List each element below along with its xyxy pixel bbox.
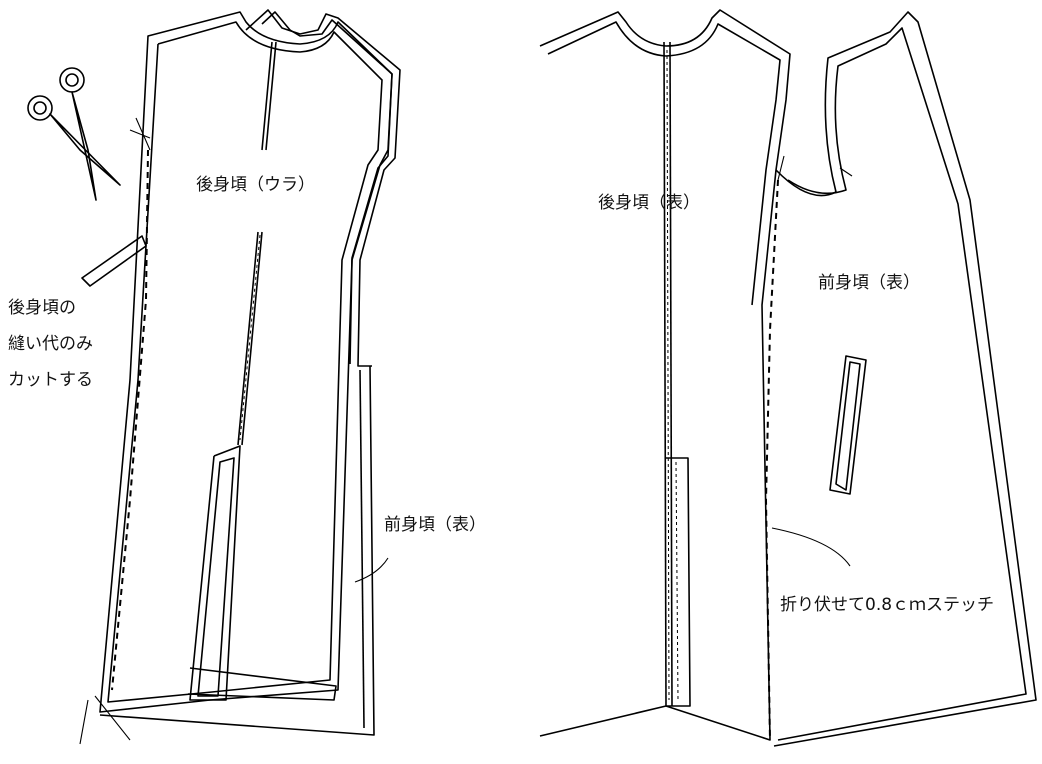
back-right-label: 後身頃（表）	[598, 193, 700, 213]
back-bodice-right-side	[539, 9, 791, 741]
back-bodice-wrong-side	[79, 11, 393, 745]
front-bodice-right-side	[773, 11, 1037, 747]
note-line-1: 後身頃の	[8, 298, 76, 318]
back-wrong-label: 後身頃（ウラ）	[196, 175, 315, 195]
cut-allowance-strip	[81, 235, 147, 287]
scissors-icon	[27, 67, 121, 201]
right-figure: 後身頃（表） 前身頃（表） 折り伏せて0.8ｃｍステッチ	[539, 9, 1037, 747]
front-right-side-label: 前身頃（表）	[818, 273, 920, 293]
note-line-3: カットする	[8, 370, 93, 390]
front-right-label: 前身頃（表）	[384, 515, 486, 535]
front-bodice-left	[99, 9, 401, 736]
note-line-2: 縫い代のみ	[8, 334, 93, 354]
left-figure: 後身頃（ウラ） 前身頃（表） 後身頃の 縫い代のみ カットする	[8, 9, 486, 745]
stitch-note: 折り伏せて0.8ｃｍステッチ	[780, 595, 994, 615]
